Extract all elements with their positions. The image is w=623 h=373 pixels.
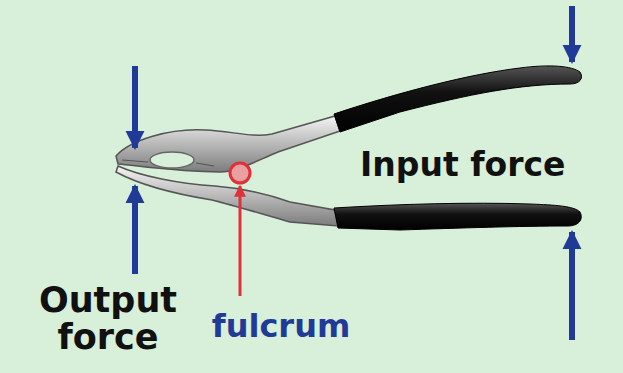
input-force-arrow-down xyxy=(569,6,575,62)
input-force-label: Input force xyxy=(360,148,610,183)
lower-jaw xyxy=(116,166,338,226)
input-force-arrow-up xyxy=(569,232,575,340)
output-force-label: Output force xyxy=(8,282,208,356)
jaw-hole xyxy=(150,152,194,168)
output-force-arrow-up xyxy=(132,186,138,274)
upper-handle xyxy=(334,66,582,132)
fulcrum-label: fulcrum xyxy=(196,310,366,344)
lower-handle xyxy=(334,203,581,230)
pivot-rivet xyxy=(230,163,250,183)
output-force-arrow-down xyxy=(132,66,138,148)
upper-jaw xyxy=(116,116,340,172)
fulcrum-pointer xyxy=(239,186,242,296)
jaw-teeth xyxy=(122,160,214,166)
